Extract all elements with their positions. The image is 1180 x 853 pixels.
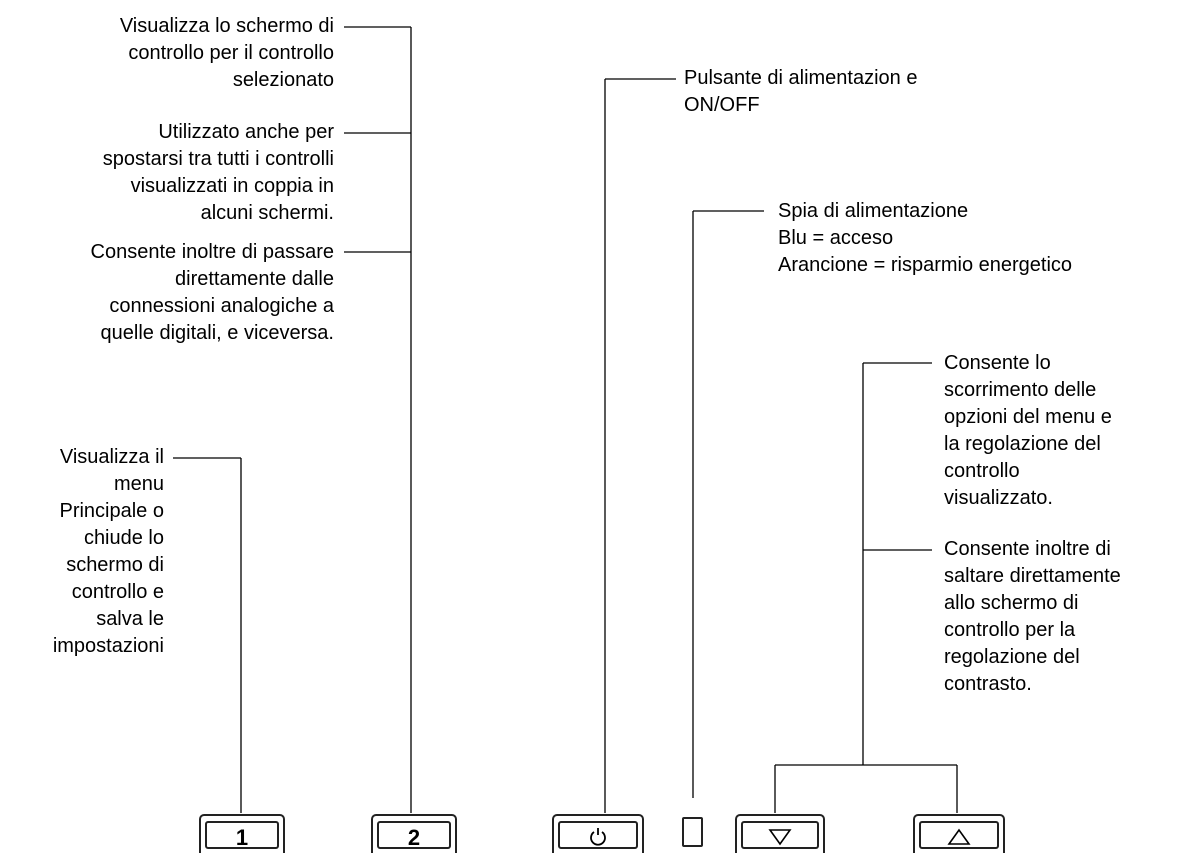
main-menu-text: Visualizza il menu Principale o chiude l… [52, 446, 164, 657]
button-2-label: 2 [407, 824, 421, 850]
button-1-label: 1 [235, 824, 249, 850]
down-button[interactable] [735, 814, 825, 853]
triangle-up-icon [947, 828, 971, 845]
triangle-down-icon [768, 829, 792, 846]
display-control-text: Visualizza lo schermo di controllo per i… [119, 15, 334, 91]
contrast-jump-text: Consente inoltre di saltare direttamente… [944, 538, 1121, 695]
button-1[interactable]: 1 [199, 814, 285, 853]
power-button-text: Pulsante di alimentazion e ON/OFF [684, 67, 918, 116]
power-icon [590, 828, 606, 846]
analog-digital-text: Consente inoltre di passare direttamente… [90, 241, 334, 344]
up-button[interactable] [913, 814, 1005, 853]
power-button[interactable] [552, 814, 644, 853]
scroll-menu-text: Consente lo scorrimento delle opzioni de… [944, 352, 1112, 509]
button-2[interactable]: 2 [371, 814, 457, 853]
power-led-text: Spia di alimentazione Blu = acceso Aranc… [778, 200, 1073, 276]
toggle-paired-text: Utilizzato anche per spostarsi tra tutti… [102, 121, 334, 224]
power-led [682, 817, 703, 847]
